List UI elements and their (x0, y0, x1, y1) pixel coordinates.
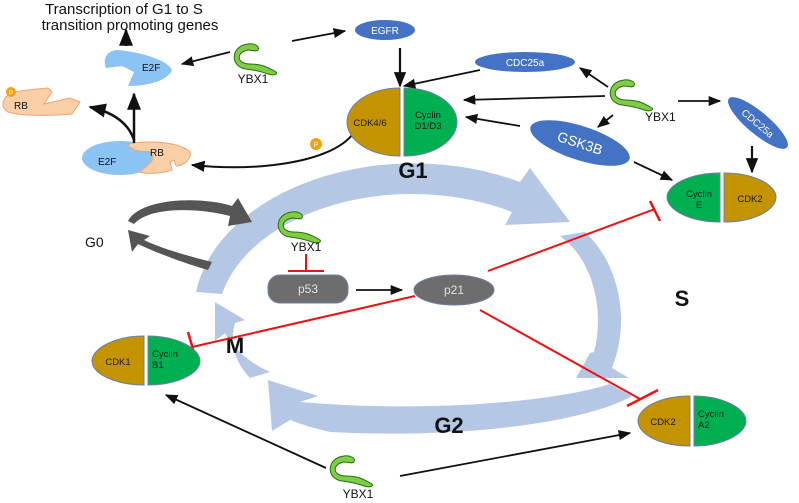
ybx1-center-label: YBX1 (291, 240, 322, 254)
cdk1-label: CDK1 (105, 357, 130, 368)
cyclinb1-label-2: B1 (152, 360, 164, 371)
e2f-free: E2F (104, 50, 172, 86)
g0-loop: G0 (85, 198, 252, 270)
egfr-label: EGFR (371, 26, 399, 37)
phosphate-label: P (9, 91, 13, 97)
arrow-ybx1-to-cyclind (462, 94, 606, 105)
cdc25a-top-node: CDC25a (475, 52, 575, 72)
arrow-ybx1-to-cdc25a-top (578, 67, 609, 88)
rb-complex-label: RB (150, 148, 164, 159)
phase-label-s: S (675, 286, 690, 311)
cyclind-label-2: D1/D3 (415, 121, 442, 132)
arrow-ybx1-to-cdk1 (164, 394, 327, 469)
inhibit-bar-cdk2a (626, 388, 659, 408)
g0-enter-arrow (128, 230, 212, 270)
g2-phase-arrow (268, 380, 632, 434)
inhibit-p21-cdk2a (479, 309, 641, 400)
e2f-complex-label: E2F (98, 157, 116, 168)
complex-cdk2-cyclina2: CDK2 Cyclin A2 (637, 395, 747, 447)
ybx1-right-label: YBX1 (645, 110, 676, 124)
gsk3b-node: GSK3B (530, 120, 630, 166)
m-phase-arrow (215, 302, 270, 378)
rb-label: RB (14, 101, 28, 112)
ybx1-top: YBX1 (233, 43, 278, 86)
ybx1-icon (609, 79, 654, 112)
phase-label-g1: G1 (398, 158, 427, 183)
inhibit-p21-cdk1 (191, 295, 416, 348)
inhibit-bar-cycline (648, 200, 662, 222)
arrow-ybx1-to-cdk2a (399, 430, 632, 477)
phase-label-g2: G2 (434, 413, 463, 438)
arrow-gsk3b-to-cycline (633, 161, 674, 181)
phosphate-label-2: P (314, 142, 319, 149)
g1-phase-arrow (196, 163, 570, 294)
arrow-cdk46-to-rb-complex (190, 134, 353, 172)
ybx1-top-label: YBX1 (238, 72, 269, 86)
arrow-ybx1-to-e2f (180, 51, 231, 67)
ybx1-icon (277, 211, 322, 244)
complex-cdk1-cyclinb1: CDK1 Cyclin B1 (91, 335, 201, 386)
e2f-rb-complex: RB E2F (82, 141, 191, 175)
p21-inhibitions (186, 200, 662, 408)
egfr-node: EGFR (355, 20, 415, 40)
s-phase-arrow (560, 232, 629, 378)
cyclina2-label-1: Cyclin (698, 409, 724, 420)
ybx1-icon (329, 455, 374, 488)
cdk2-a-label: CDK2 (650, 417, 675, 428)
p53-label: p53 (298, 282, 318, 296)
complex-cdk46-cyclind: CDK4/6 Cyclin D1/D3 (346, 87, 458, 157)
title-line-1: Transcription of G1 to S (45, 1, 203, 18)
p21-node: p21 (413, 274, 495, 306)
ybx1-bottom: YBX1 (329, 455, 374, 501)
arrow-gsk3b-to-cyclind (464, 113, 521, 127)
ybx1-icon (233, 43, 278, 76)
cdc25a-right-node: CDC25a (728, 97, 788, 149)
p21-label: p21 (444, 283, 464, 297)
cdk2-e-label: CDK2 (737, 194, 762, 205)
cyclina2-label-2: A2 (698, 420, 710, 431)
title-line-2: transition promoting genes (42, 17, 219, 34)
cdc25a-top-label: CDC25a (506, 58, 545, 69)
cyclinb1-label-1: Cyclin (152, 349, 178, 360)
ybx1-right: YBX1 (609, 79, 676, 124)
cycline-label-2: E (696, 200, 702, 211)
inhibit-p21-cycline (487, 208, 656, 272)
phosphate-icon (6, 87, 16, 97)
cdk46-label: CDK4/6 (353, 118, 386, 129)
e2f-label: E2F (142, 63, 160, 74)
ybx1-bottom-label: YBX1 (343, 487, 374, 501)
cell-cycle-ring (196, 163, 632, 434)
rb-phosphorylated: P RB (2, 87, 81, 116)
phosphate-icon-2 (310, 138, 322, 150)
arrow-ybx1-to-gsk3b (597, 114, 614, 128)
cycline-label-1: Cyclin (686, 189, 712, 200)
arrow-complex-to-rb (88, 103, 136, 141)
p53-node: p53 (267, 274, 349, 304)
ybx1-center: YBX1 (277, 211, 322, 254)
phase-label-m: M (226, 333, 244, 358)
phase-label-g0: G0 (85, 234, 104, 250)
arrow-cdc25a-to-cdk46 (402, 69, 481, 89)
cyclind-label-1: Cyclin (415, 110, 441, 121)
arrow-ybx1-to-egfr (291, 28, 347, 42)
g0-exit-arrow (128, 198, 252, 226)
complex-cycline-cdk2: Cyclin E CDK2 (666, 172, 777, 223)
